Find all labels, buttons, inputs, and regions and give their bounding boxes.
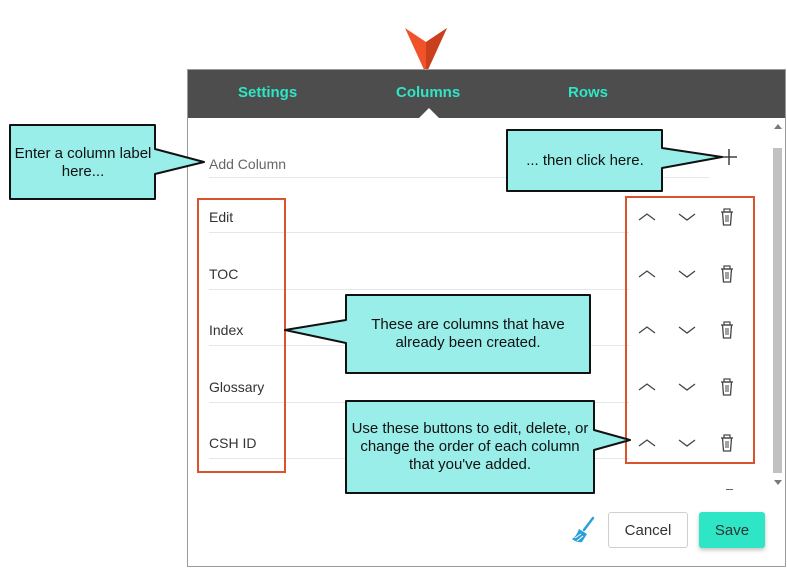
column-row-actions xyxy=(636,263,746,287)
trash-icon[interactable] xyxy=(716,206,738,228)
column-label: Glossary xyxy=(209,378,265,395)
chevron-down-icon[interactable] xyxy=(676,319,698,341)
vertical-scrollbar[interactable] xyxy=(771,122,784,490)
tab-rows[interactable]: Rows xyxy=(568,84,609,101)
chevron-up-icon[interactable] xyxy=(636,432,658,454)
callout-enter-label-text: Enter a column label here... xyxy=(14,145,152,180)
save-button[interactable]: Save xyxy=(699,512,765,548)
chevron-up-icon[interactable] xyxy=(636,319,658,341)
callout-click-here-text: ... then click here. xyxy=(526,152,644,169)
column-row: TOC xyxy=(209,255,629,290)
column-label: CSH ID xyxy=(209,435,257,451)
column-row-actions xyxy=(636,376,746,400)
tab-columns[interactable]: Columns xyxy=(396,84,461,101)
scroll-up-arrow-icon[interactable] xyxy=(774,124,782,129)
chevron-up-icon[interactable] xyxy=(636,376,658,398)
column-row-actions xyxy=(636,319,746,343)
column-row-actions xyxy=(636,206,746,230)
tab-bar: Settings Columns Rows xyxy=(188,70,785,118)
trash-icon[interactable] xyxy=(716,376,738,398)
pointer-arrow-icon xyxy=(405,28,447,74)
trash-icon[interactable] xyxy=(716,263,738,285)
callout-existing-columns-text: These are columns that have already been… xyxy=(371,316,565,351)
callout-buttons-hint-text: Use these buttons to edit, delete, or ch… xyxy=(351,420,589,473)
chevron-down-icon[interactable] xyxy=(676,376,698,398)
column-row: Edit xyxy=(209,198,629,233)
column-row-actions xyxy=(636,432,746,456)
column-row: Glossary xyxy=(209,368,629,403)
chevron-up-icon[interactable] xyxy=(636,263,658,285)
active-tab-indicator xyxy=(419,108,439,118)
chevron-up-icon[interactable] xyxy=(636,206,658,228)
tab-settings[interactable]: Settings xyxy=(238,84,298,101)
trash-icon[interactable] xyxy=(716,319,738,341)
chevron-down-icon[interactable] xyxy=(676,206,698,228)
cancel-button[interactable]: Cancel xyxy=(608,512,688,548)
chevron-down-icon[interactable] xyxy=(676,263,698,285)
column-label: Index xyxy=(209,322,244,338)
trash-icon[interactable] xyxy=(716,432,738,454)
column-label: Edit xyxy=(209,209,234,225)
partial-row-edge xyxy=(726,489,733,490)
scroll-thumb[interactable] xyxy=(773,148,782,473)
column-label: TOC xyxy=(209,265,239,282)
scroll-down-arrow-icon[interactable] xyxy=(774,480,782,485)
chevron-down-icon[interactable] xyxy=(676,432,698,454)
broom-icon[interactable] xyxy=(569,515,599,545)
add-column-plus-icon[interactable] xyxy=(718,146,740,168)
